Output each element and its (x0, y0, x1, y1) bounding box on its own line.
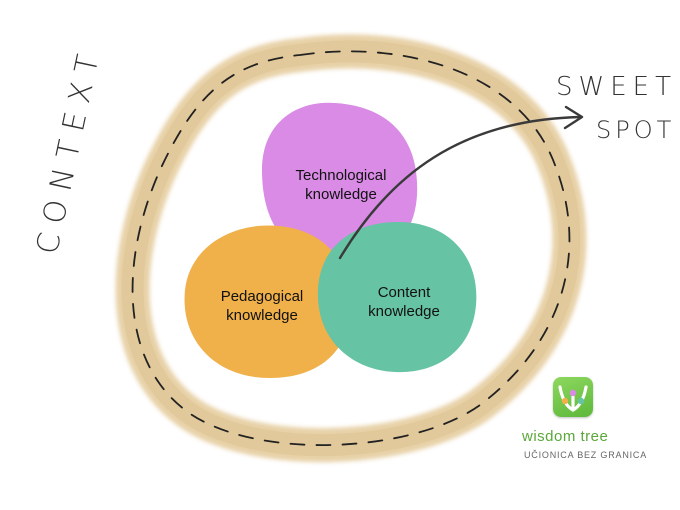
logo-name: wisdom tree (522, 428, 609, 445)
sweet-spot-arrow (338, 105, 584, 260)
pedagogical-knowledge-circle (184, 225, 351, 378)
pedagogical-label-line1: Pedagogical (220, 288, 304, 305)
technological-knowledge-label: Technological knowledge (282, 166, 400, 204)
wisdom-tree-logo-icon (553, 377, 593, 417)
context-ring (115, 34, 587, 463)
content-label-line1: Content (377, 284, 431, 301)
venn-circles (184, 102, 477, 378)
technological-knowledge-circle (262, 102, 418, 261)
pedagogical-label-line2: knowledge (226, 307, 298, 324)
pedagogical-knowledge-label: Pedagogical knowledge (206, 287, 318, 325)
content-knowledge-circle (317, 222, 477, 373)
tree-icon (558, 385, 588, 412)
content-label-line2: knowledge (368, 303, 440, 320)
logo-tagline: UČIONICA BEZ GRANICA (524, 450, 648, 460)
technological-label-line1: Technological (295, 167, 387, 184)
technological-label-line2: knowledge (305, 186, 377, 203)
sweet-spot-label-line1: SWEET (556, 72, 677, 102)
sweet-spot-label-line2: SPOT (596, 116, 676, 144)
content-knowledge-label: Content knowledge (348, 283, 460, 321)
context-ring-dashes (131, 50, 571, 446)
